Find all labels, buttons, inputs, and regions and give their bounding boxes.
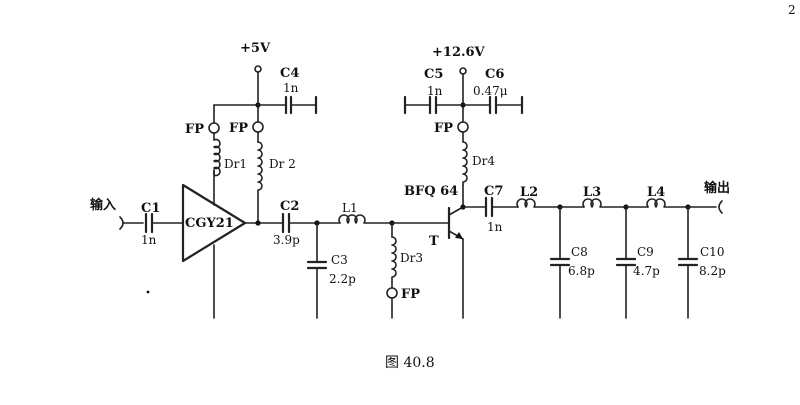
c6-value: 0.47μ [473, 84, 508, 98]
output-connector [718, 200, 723, 214]
capacitor-c6 [488, 95, 498, 115]
c1-value: 1n [141, 233, 157, 247]
fp-terminal-2 [252, 121, 264, 133]
capacitor-c7 [484, 196, 494, 218]
c10-value: 8.2p [699, 264, 726, 278]
inductor-dr1 [213, 138, 221, 177]
transistor-ref: T [429, 234, 439, 249]
c10-ref: C10 [700, 245, 724, 259]
fp-terminal-1 [208, 122, 220, 134]
fp-label-1: FP [185, 122, 204, 137]
dr3-label: Dr3 [400, 251, 423, 265]
inductor-l1 [338, 214, 393, 224]
c8-ref: C8 [571, 245, 588, 259]
c3-value: 2.2p [329, 272, 356, 286]
fp-label-2: FP [229, 121, 248, 136]
page-number: 2 [788, 3, 796, 17]
l3-label: L3 [583, 185, 601, 200]
rail-12v-label: +12.6V [432, 45, 486, 60]
c9-value: 4.7p [633, 264, 660, 278]
c2-value: 3.9p [273, 233, 300, 247]
amplifier-label: CGY21 [185, 216, 234, 231]
dr1-label: Dr1 [224, 157, 247, 171]
c9-ref: C9 [637, 245, 654, 259]
c7-value: 1n [487, 220, 503, 234]
fp-label-4: FP [434, 121, 453, 136]
dr4-label: Dr4 [472, 154, 495, 168]
transistor-label: BFQ 64 [404, 184, 458, 199]
inductor-dr4 [462, 141, 468, 186]
capacitor-c5 [428, 95, 438, 115]
c5-ref: C5 [424, 67, 443, 82]
inductor-l2 [516, 198, 561, 208]
input-label: 输入 [90, 197, 116, 213]
inductor-dr3 [391, 236, 397, 289]
capacitor-c1 [144, 212, 154, 234]
figure-caption: 图 40.8 [385, 355, 435, 371]
rail-5v-terminal [254, 65, 262, 73]
fp-terminal-3 [386, 287, 398, 299]
fp-terminal-4 [457, 121, 469, 133]
capacitor-c8 [549, 257, 571, 267]
c5-value: 1n [427, 84, 443, 98]
c4-value: 1n [283, 81, 299, 95]
rail-12v-terminal [459, 67, 467, 75]
c1-ref: C1 [141, 201, 160, 216]
c7-ref: C7 [484, 184, 503, 199]
l2-label: L2 [520, 185, 538, 200]
l4-label: L4 [647, 185, 665, 200]
l1-label: L1 [342, 201, 358, 215]
capacitor-c10 [677, 257, 699, 267]
dr2-label: Dr 2 [269, 157, 296, 171]
c8-value: 6.8p [568, 264, 595, 278]
emitter-arrow [455, 232, 463, 239]
c2-ref: C2 [280, 199, 299, 214]
output-label: 输出 [704, 180, 730, 196]
inductor-dr2 [257, 141, 263, 224]
rail-5v-label: +5V [240, 41, 271, 56]
fp-label-3: FP [401, 287, 420, 302]
c6-ref: C6 [485, 67, 504, 82]
capacitor-c2 [281, 212, 291, 234]
inductor-l4 [646, 198, 689, 208]
c4-ref: C4 [280, 66, 299, 81]
c3-ref: C3 [331, 253, 348, 267]
capacitor-c3 [306, 260, 328, 270]
inductor-l3 [582, 198, 627, 208]
input-connector [119, 216, 144, 230]
